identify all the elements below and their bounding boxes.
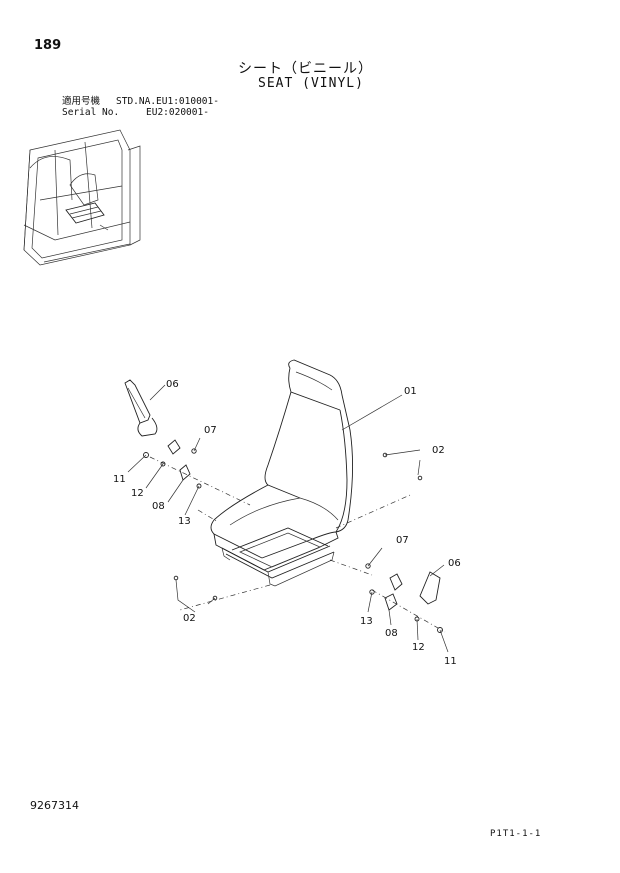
serial-label-jp: 適用号機	[62, 96, 101, 107]
callout-01: 01	[404, 386, 417, 397]
callout-06-right: 06	[448, 558, 461, 569]
callout-02-right: 02	[432, 445, 445, 456]
callout-13-right: 13	[360, 616, 373, 627]
callout-12-right: 12	[412, 642, 425, 653]
callout-11-right: 11	[444, 656, 457, 667]
document-number: 9267314	[30, 799, 79, 812]
callout-08-right: 08	[385, 628, 398, 639]
cab-location-thumbnail	[23, 129, 141, 266]
serial-value-1: STD.NA.EU1:010001-	[116, 96, 219, 107]
page-code: P1T1-1-1	[490, 829, 542, 839]
serial-value-2: EU2:020001-	[146, 107, 209, 118]
callout-13-left: 13	[178, 516, 191, 527]
seat-assembly	[179, 359, 411, 611]
callout-11-left: 11	[113, 474, 126, 485]
callout-12-left: 12	[131, 488, 144, 499]
page-number: 189	[34, 38, 62, 53]
callout-06-left: 06	[166, 379, 179, 390]
callout-07-left: 07	[204, 425, 217, 436]
title-english: SEAT (VINYL)	[258, 76, 364, 91]
serial-number-block: 適用号機 STD.NA.EU1:010001- Serial No. EU2:0…	[62, 96, 219, 118]
right-hardware	[365, 449, 449, 653]
left-hardware	[124, 379, 251, 613]
callout-07-right: 07	[396, 535, 409, 546]
serial-label-en: Serial No.	[62, 107, 120, 118]
title-japanese: シート（ビニール）	[238, 61, 373, 77]
callout-08-left: 08	[152, 501, 165, 512]
callout-02-left: 02	[183, 613, 196, 624]
